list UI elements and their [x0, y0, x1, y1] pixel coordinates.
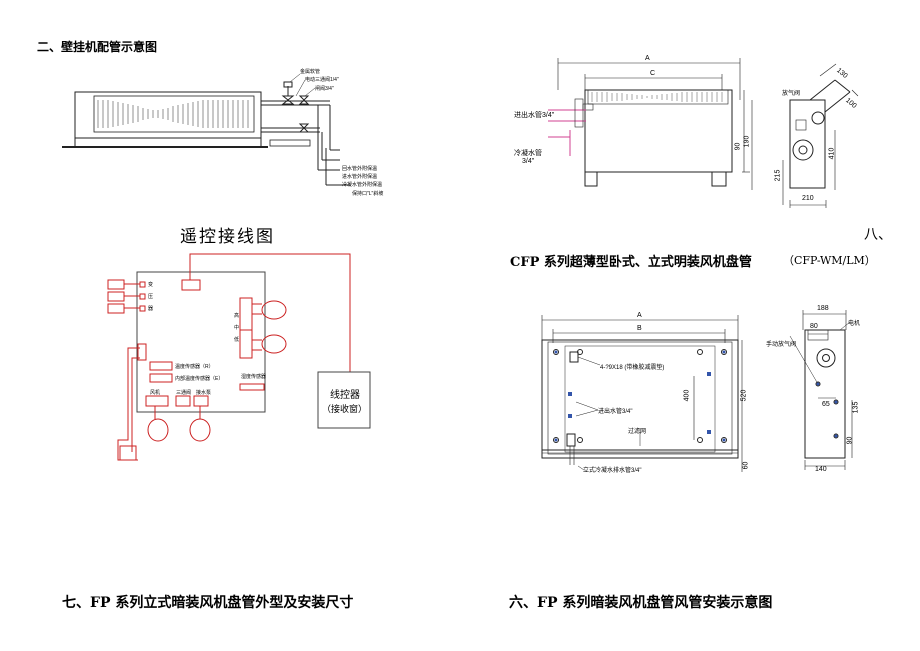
- cfp-label-inlet: 进出水管3/4": [514, 112, 555, 119]
- heading-fp-duct: 六、FP 系列暗装风机盘管风管安装示意图: [509, 595, 773, 611]
- cfp-label-vent: 放气阀: [782, 91, 801, 97]
- fp-dim-65: 65: [822, 401, 830, 408]
- wall-label-supply: 进水管外附保温: [342, 174, 378, 180]
- heading-remote-wiring: 遥控接线图: [180, 227, 275, 247]
- fp-dim-90: 90: [846, 436, 854, 445]
- cfp-label-condensate: 冷凝水管: [514, 150, 542, 157]
- wiring-fan: 风机: [150, 390, 161, 396]
- wiring-humidity: 湿度传感器: [241, 374, 267, 380]
- fp-dim-b: B: [637, 325, 642, 332]
- controller-label: 线控器: [330, 390, 360, 401]
- cfp-dim-c: C: [650, 70, 656, 77]
- wall-label-condensate: 冷凝水管外附保温: [342, 182, 383, 188]
- wall-label-hose: 金属软管: [300, 69, 321, 75]
- heading-section-eight: 八、: [864, 227, 892, 243]
- fp-dim-188: 188: [817, 305, 829, 312]
- fp-dim-60: 60: [742, 461, 750, 470]
- heading-wall-mount: 二、壁挂机配管示意图: [37, 40, 158, 54]
- wiring-transformer-2: 压: [148, 294, 154, 300]
- fp-dim-80: 80: [810, 323, 818, 330]
- wiring-pump: 接水泵: [196, 390, 212, 396]
- fp-dim-520: 520: [740, 389, 748, 402]
- wall-label-return: 回水管外附保温: [342, 166, 378, 172]
- wiring-transformer-3: 器: [148, 306, 154, 312]
- cfp-label-condensate-size: 3/4": [522, 158, 535, 165]
- wiring-speed-mid: 中: [234, 325, 240, 331]
- fp-label-vent: 手动放气阀: [766, 342, 797, 348]
- wiring-sensor-r: 温度传感器（R）: [175, 364, 214, 370]
- fp-label-drain: 立式冷凝水排水管3/4": [583, 468, 642, 474]
- fp-label-motor: 电机: [848, 321, 861, 327]
- wall-label-gate-valve: 闸阀3/4": [315, 86, 334, 92]
- wiring-speed-high: 高: [234, 313, 240, 319]
- wall-label-slope: 保持口"L"斜坡: [352, 191, 384, 197]
- heading-fp-vertical: 七、FP 系列立式暗装风机盘管外型及安装尺寸: [62, 595, 354, 611]
- fp-dim-a: A: [637, 312, 642, 319]
- wiring-threeway: 三通阀: [176, 390, 192, 396]
- controller-window-label: （接收窗）: [322, 405, 368, 415]
- fp-label-inlet: 进出水管3/4": [598, 409, 633, 415]
- heading-cfp-title: CFP 系列超薄型卧式、立式明装风机盘管: [510, 255, 752, 270]
- cfp-dim-a: A: [645, 55, 650, 62]
- wiring-transformer-1: 变: [148, 282, 154, 288]
- fp-label-holes: 4-?9X18 (带橡胶减震垫): [600, 365, 665, 371]
- fp-dim-400: 400: [683, 389, 691, 402]
- cfp-dim-210: 210: [802, 195, 814, 202]
- wiring-speed-low: 低: [234, 337, 240, 343]
- wiring-sensor-e: 内部温度传感器（E）: [175, 376, 224, 382]
- heading-cfp-code: （CFP-WM/LM）: [783, 254, 876, 267]
- wall-label-three-way: 电动三通阀1/4": [305, 77, 339, 83]
- fp-dim-135: 135: [852, 401, 860, 414]
- fp-label-filter: 过滤网: [628, 429, 647, 435]
- fp-dim-140: 140: [815, 466, 827, 473]
